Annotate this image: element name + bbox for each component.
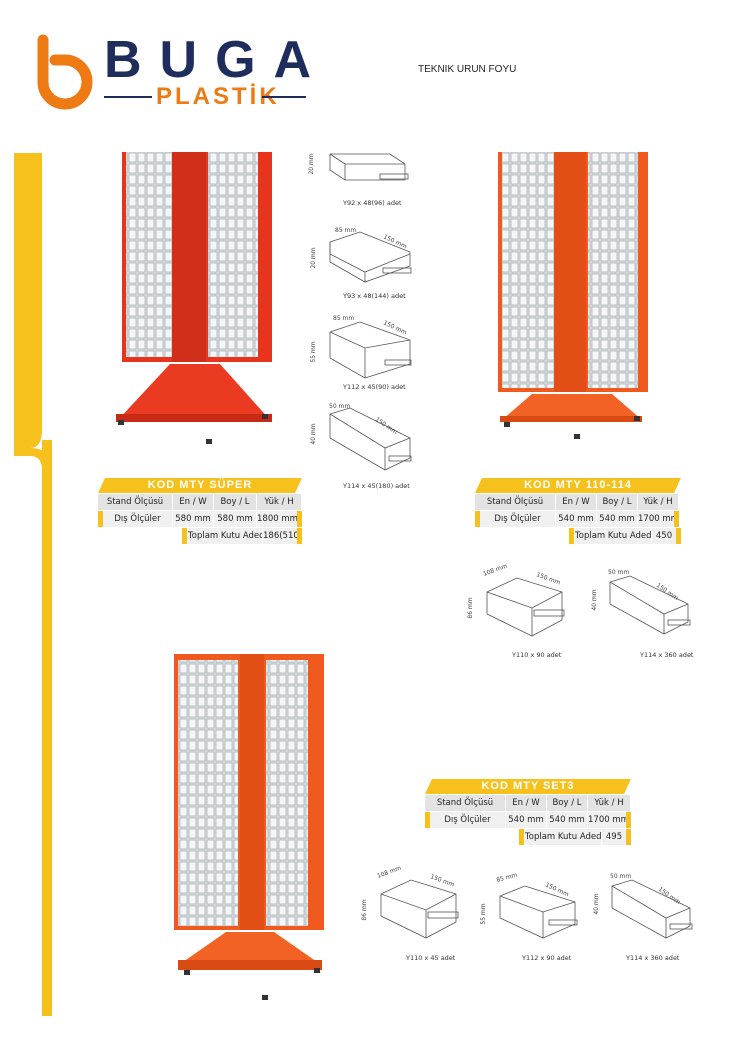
svg-text:55 mm: 55 mm: [310, 341, 317, 362]
drawer-sketch-y114-p3: 50 mm 150 mm 40 mm: [593, 873, 693, 939]
product-code-banner: KOD MTY SÜPER: [98, 478, 302, 493]
svg-text:86 mm: 86 mm: [361, 899, 368, 920]
svg-text:40 mm: 40 mm: [593, 893, 600, 914]
document-title: TEKNIK URUN FOYU: [418, 64, 517, 75]
drawer-label: Y112 x 90 adet: [522, 954, 572, 962]
svg-text:55 mm: 55 mm: [480, 903, 487, 924]
svg-text:150 mm: 150 mm: [429, 873, 455, 888]
product-code-banner: KOD MTY SET3: [425, 779, 631, 794]
brand-rule-right: [262, 96, 306, 98]
spec-header-row: Stand Ölçüsü En / W Boy / L Yük / H: [98, 494, 302, 510]
spec-values-row: Dış Ölçüler 540 mm 540 mm 1700 mm: [425, 812, 631, 828]
side-accent-bar: [14, 153, 52, 1016]
brand-subtitle: PLASTİK: [156, 83, 280, 110]
brand-rule-left: [104, 96, 152, 98]
drawer-sketch-y112: 85 mm 150 mm 55 mm: [310, 315, 412, 379]
svg-text:85 mm: 85 mm: [335, 227, 356, 234]
drawer-sketch-y110-p3: 108 mm 150 mm 86 mm: [361, 866, 459, 939]
drawer-label: Y93 x 48(144) adet: [343, 292, 406, 300]
stand-image-mty-super: [116, 152, 272, 444]
spec-total-row: Toplam Kutu Adedi 450: [475, 528, 681, 544]
brand-name: BUGA: [104, 31, 330, 89]
spec-table-mty-110-114: KOD MTY 110-114 Stand Ölçüsü En / W Boy …: [475, 478, 681, 544]
spec-header-row: Stand Ölçüsü En / W Boy / L Yük / H: [425, 795, 631, 811]
drawer-label: Y92 x 48(96) adet: [343, 199, 402, 207]
drawer-label: Y114 x 45(180) adet: [343, 482, 410, 490]
drawer-sketch-y112-p3: 85 mm 150 mm 55 mm: [480, 872, 578, 939]
stand-image-mty-110-114: [498, 152, 648, 439]
svg-text:85 mm: 85 mm: [333, 315, 354, 322]
svg-text:108 mm: 108 mm: [482, 564, 508, 578]
spec-table-mty-set3: KOD MTY SET3 Stand Ölçüsü En / W Boy / L…: [425, 779, 631, 845]
svg-text:150 mm: 150 mm: [374, 416, 399, 436]
svg-text:40 mm: 40 mm: [310, 423, 317, 444]
drawer-sketch-y110-p2: 108 mm 150 mm 86 mm: [467, 564, 565, 637]
svg-text:50 mm: 50 mm: [608, 569, 629, 576]
drawer-dim: 20 mm: [308, 153, 315, 174]
svg-text:85 mm: 85 mm: [496, 872, 518, 884]
svg-text:150 mm: 150 mm: [382, 319, 408, 336]
drawer-sketch-y114-p2: 50 mm 150 mm 40 mm: [591, 569, 691, 635]
brand-b-icon: [37, 34, 93, 110]
spec-table-mty-super: KOD MTY SÜPER Stand Ölçüsü En / W Boy / …: [98, 478, 302, 544]
svg-text:86 mm: 86 mm: [467, 597, 474, 618]
spec-total-row: Toplam Kutu Adedi 186(510): [98, 528, 302, 544]
stand-image-mty-set3: [174, 654, 324, 1000]
product-code-banner: KOD MTY 110-114: [475, 478, 681, 493]
drawer-label: Y110 x 90 adet: [512, 651, 562, 659]
svg-text:50 mm: 50 mm: [610, 873, 631, 880]
spec-values-row: Dış Ölçüler 540 mm 540 mm 1700 mm: [475, 511, 681, 527]
brand-logo: [33, 34, 95, 110]
drawer-sketch-y92: 20 mm: [308, 153, 409, 181]
svg-text:150 mm: 150 mm: [655, 582, 680, 602]
spec-values-row: Dış Ölçüler 580 mm 580 mm 1800 mm: [98, 511, 302, 527]
svg-text:150 mm: 150 mm: [382, 233, 408, 250]
drawer-label: Y114 x 360 adet: [626, 954, 680, 962]
svg-text:108 mm: 108 mm: [376, 866, 402, 880]
spec-total-row: Toplam Kutu Adedi 495: [425, 829, 631, 845]
drawer-sketch-y93: 85 mm 150 mm 20 mm: [310, 227, 412, 283]
svg-text:150 mm: 150 mm: [657, 886, 682, 906]
drawer-sketch-y114: 50 mm 150 mm 40 mm: [310, 403, 412, 471]
spec-header-row: Stand Ölçüsü En / W Boy / L Yük / H: [475, 494, 681, 510]
svg-text:20 mm: 20 mm: [310, 247, 317, 268]
drawer-label: Y112 x 45(90) adet: [343, 383, 406, 391]
svg-text:150 mm: 150 mm: [535, 571, 561, 586]
svg-text:40 mm: 40 mm: [591, 589, 598, 610]
svg-text:50 mm: 50 mm: [329, 403, 350, 410]
drawer-label: Y114 x 360 adet: [640, 651, 694, 659]
drawer-label: Y110 x 45 adet: [406, 954, 456, 962]
